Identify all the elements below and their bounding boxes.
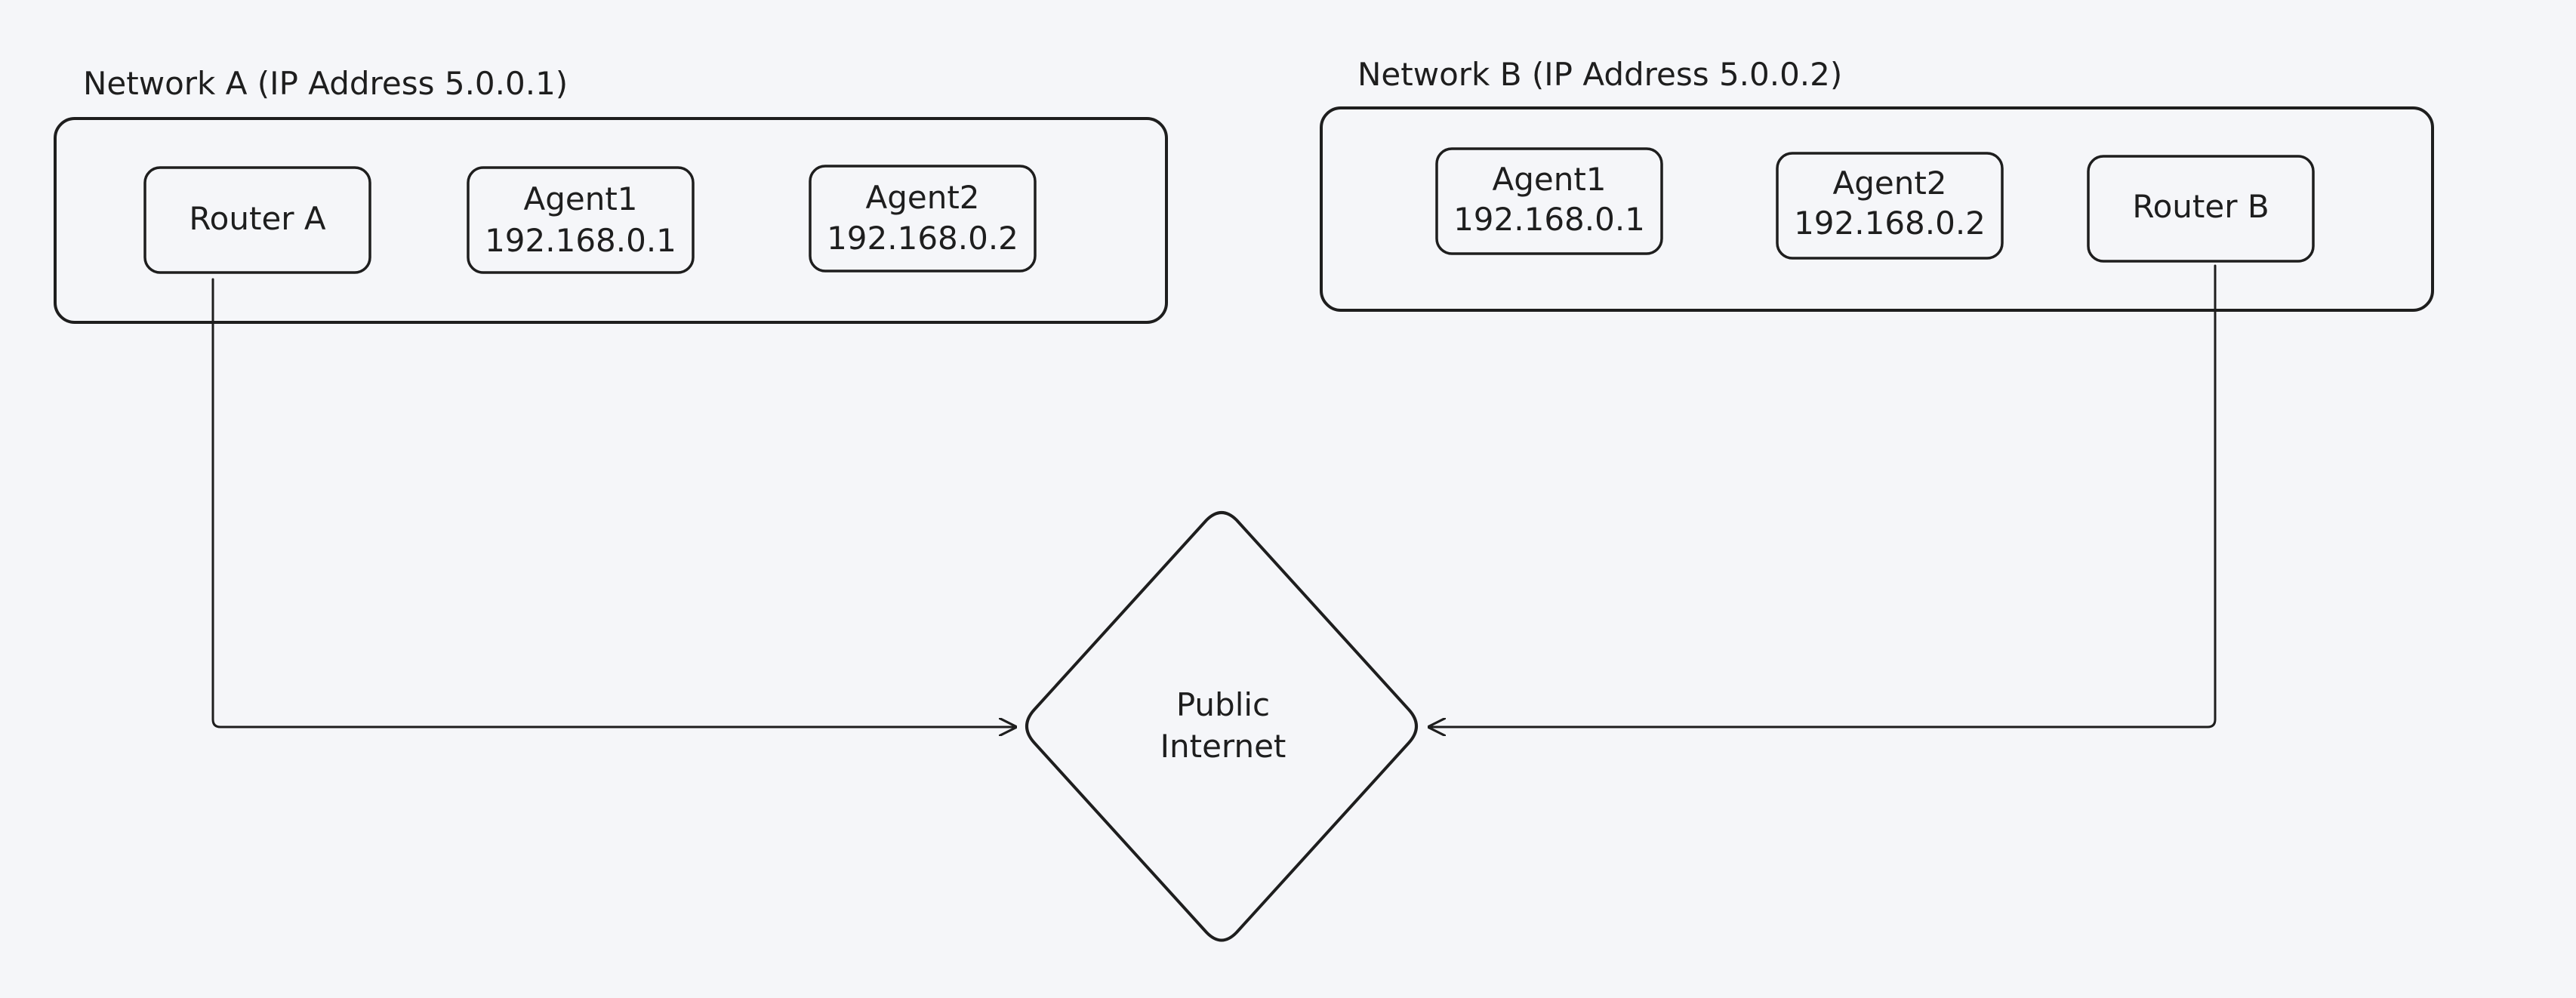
router-b-label: Router B bbox=[2132, 188, 2269, 225]
network-b-boundary[interactable] bbox=[1320, 106, 2434, 312]
public-internet-node[interactable]: Public Internet bbox=[1025, 511, 1418, 942]
router-a-box[interactable] bbox=[143, 166, 371, 274]
router-b-to-internet-connector[interactable] bbox=[1429, 264, 2217, 727]
router-a-label: Router A bbox=[189, 200, 326, 237]
router-a-node[interactable]: Router A bbox=[143, 166, 371, 274]
network-b-agent2-ip: 192.168.0.2 bbox=[1794, 205, 1986, 242]
network-b-agent1-box[interactable] bbox=[1435, 147, 1663, 255]
router-b-node[interactable]: Router B bbox=[2087, 155, 2315, 263]
network-a-agent2-node[interactable]: Agent2 192.168.0.2 bbox=[809, 165, 1037, 273]
network-b-label: Network B (IP Address 5.0.0.2) bbox=[1357, 56, 1842, 93]
network-b-agent2-node[interactable]: Agent2 192.168.0.2 bbox=[1776, 152, 2004, 260]
network-b-agent1-node[interactable]: Agent1 192.168.0.1 bbox=[1435, 147, 1663, 255]
public-internet-line2: Internet bbox=[1160, 728, 1286, 765]
network-a-boundary[interactable] bbox=[54, 117, 1168, 324]
network-a-agent1-name: Agent1 bbox=[523, 180, 637, 217]
network-a-agent1-ip: 192.168.0.1 bbox=[485, 222, 676, 259]
network-a-label: Network A (IP Address 5.0.0.1) bbox=[83, 65, 568, 102]
network-b-agent2-box[interactable] bbox=[1776, 152, 2004, 260]
network-b-agent2-name: Agent2 bbox=[1832, 165, 1946, 202]
network-a-agent1-node[interactable]: Agent1 192.168.0.1 bbox=[467, 166, 695, 274]
network-a-agent2-box[interactable] bbox=[809, 165, 1037, 273]
network-a-agent2-ip: 192.168.0.2 bbox=[827, 220, 1018, 257]
network-b-group: Network B (IP Address 5.0.0.2) Agent1 19… bbox=[1320, 56, 2434, 312]
network-b-agent1-name: Agent1 bbox=[1492, 161, 1606, 198]
public-internet-diamond[interactable] bbox=[1025, 511, 1418, 942]
network-a-agent2-name: Agent2 bbox=[865, 179, 979, 216]
network-a-group: Network A (IP Address 5.0.0.1) Router A … bbox=[54, 65, 1168, 324]
router-b-box[interactable] bbox=[2087, 155, 2315, 263]
network-a-agent1-box[interactable] bbox=[467, 166, 695, 274]
public-internet-line1: Public bbox=[1176, 686, 1270, 723]
router-a-to-internet-connector[interactable] bbox=[211, 278, 1015, 727]
network-b-agent1-ip: 192.168.0.1 bbox=[1453, 201, 1645, 238]
